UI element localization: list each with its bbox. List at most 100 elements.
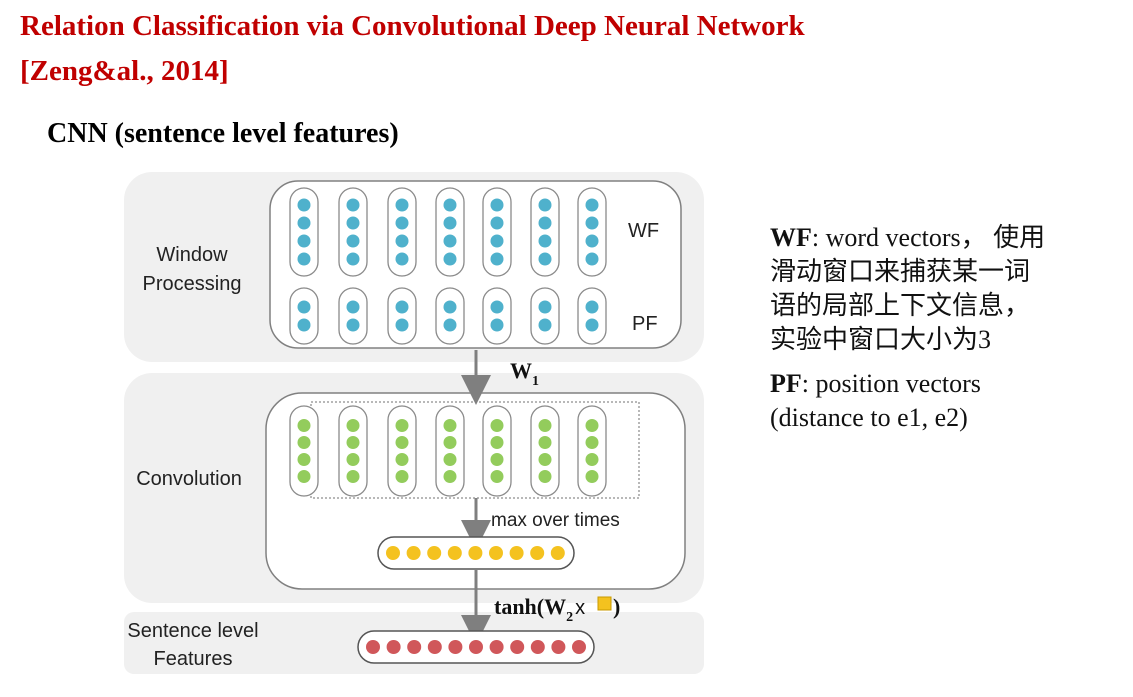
wf-column-dot: [297, 216, 311, 230]
pf-column-dot: [538, 318, 552, 332]
wf-column-dot: [538, 234, 552, 248]
wf-column-dot: [538, 252, 552, 266]
pf-column-dot: [538, 300, 552, 314]
conv-column-dot: [346, 453, 360, 466]
wf-column-dot: [490, 252, 504, 266]
wf-column-dot: [490, 198, 504, 212]
conv-column-dot: [443, 453, 457, 466]
wf-term: WF: [770, 223, 812, 252]
slide-title-line2: [Zeng&al., 2014]: [20, 55, 229, 87]
pf-column-pill: [289, 287, 319, 345]
conv-column-dot: [490, 470, 504, 483]
wf-column-dot: [585, 198, 599, 212]
wf-description: WF: word vectors， 使用 滑动窗口来捕获某一词 语的局部上下文信…: [770, 221, 1045, 357]
stage-label-features: Features: [154, 648, 233, 670]
conv-column-dot: [538, 436, 552, 449]
wf-column-dot: [443, 198, 457, 212]
wf-column-dot: [297, 252, 311, 266]
pf-column-pill: [577, 287, 607, 345]
wf-column-dot: [443, 252, 457, 266]
stage-label-sentence: Sentence level: [127, 620, 258, 642]
wf-column-pill: [530, 187, 560, 277]
slide-subtitle: CNN (sentence level features): [47, 118, 399, 149]
conv-column-dot: [395, 436, 409, 449]
feature-dot: [427, 640, 442, 654]
pf-column-dot: [490, 318, 504, 332]
pf-column-dot: [395, 318, 409, 332]
stage-label-convolution: Convolution: [136, 468, 242, 490]
pooled-dot: [386, 546, 400, 560]
wf-column-dot: [443, 234, 457, 248]
pf-column-dot: [585, 300, 599, 314]
pooled-dot: [427, 546, 442, 560]
pooled-dot: [447, 546, 462, 560]
pooled-dot: [530, 546, 545, 560]
feature-dot: [489, 640, 504, 654]
conv-column-dot: [297, 453, 311, 466]
max-pooled-dots: [386, 546, 565, 560]
wf-column-pill: [577, 187, 607, 277]
wf-column-pill: [435, 187, 465, 277]
conv-column-pill: [289, 405, 319, 497]
conv-column-dot: [297, 419, 311, 432]
feature-dot: [366, 640, 380, 654]
pf-column-dot: [443, 318, 457, 332]
conv-column-dot: [490, 453, 504, 466]
window-inner-box: [269, 180, 682, 349]
conv-column-dot: [490, 419, 504, 432]
feature-dot: [510, 640, 525, 654]
wf-line-3: 语的局部上下文信息，: [770, 291, 1031, 320]
feature-dot: [448, 640, 463, 654]
wf-column-dot: [395, 252, 409, 266]
conv-column-pill: [435, 405, 465, 497]
conv-column-dot: [297, 470, 311, 483]
wf-column-pill: [482, 187, 512, 277]
pf-column-pill: [435, 287, 465, 345]
pf-position-vector-columns: [289, 287, 607, 345]
conv-column-dot: [538, 419, 552, 432]
wf-column-dot: [395, 216, 409, 230]
conv-column-dot: [346, 419, 360, 432]
wf-column-pill: [338, 187, 368, 277]
max-over-times-label: max over times: [491, 510, 620, 531]
feature-dot: [407, 640, 422, 654]
feature-dot: [469, 640, 483, 654]
feature-dot: [386, 640, 401, 654]
pf-description: PF: position vectors (distance to e1, e2…: [770, 367, 981, 435]
wf-column-dot: [443, 216, 457, 230]
conv-column-dot: [395, 470, 409, 483]
convolution-feature-columns: [289, 405, 607, 497]
pf-term: PF: [770, 369, 802, 398]
wf-column-dot: [490, 234, 504, 248]
pf-column-pill: [530, 287, 560, 345]
wf-column-pill: [289, 187, 319, 277]
feature-dot: [572, 640, 586, 654]
wf-column-dot: [585, 252, 599, 266]
wf-column-dot: [346, 234, 360, 248]
pf-column-dot: [585, 318, 599, 332]
wf-line-2: 滑动窗口来捕获某一词: [770, 257, 1031, 286]
pf-column-dot: [346, 300, 360, 314]
pooled-dot: [509, 546, 524, 560]
conv-column-pill: [577, 405, 607, 497]
conv-column-dot: [443, 419, 457, 432]
conv-column-dot: [490, 436, 504, 449]
pf-line-2: (distance to e1, e2): [770, 403, 968, 432]
pf-column-dot: [443, 300, 457, 314]
wf-column-dot: [490, 216, 504, 230]
conv-column-dot: [443, 470, 457, 483]
conv-column-dot: [443, 436, 457, 449]
conv-column-dot: [585, 470, 599, 483]
wf-column-dot: [395, 198, 409, 212]
conv-column-dot: [538, 453, 552, 466]
wf-column-dot: [395, 234, 409, 248]
pf-column-dot: [490, 300, 504, 314]
conv-column-dot: [395, 453, 409, 466]
wf-line-1: : word vectors， 使用: [811, 223, 1046, 252]
conv-column-dot: [346, 436, 360, 449]
wf-column-dot: [585, 234, 599, 248]
pf-line-1: : position vectors: [801, 369, 981, 398]
wf-column-dot: [538, 198, 552, 212]
wf-column-dot: [585, 216, 599, 230]
